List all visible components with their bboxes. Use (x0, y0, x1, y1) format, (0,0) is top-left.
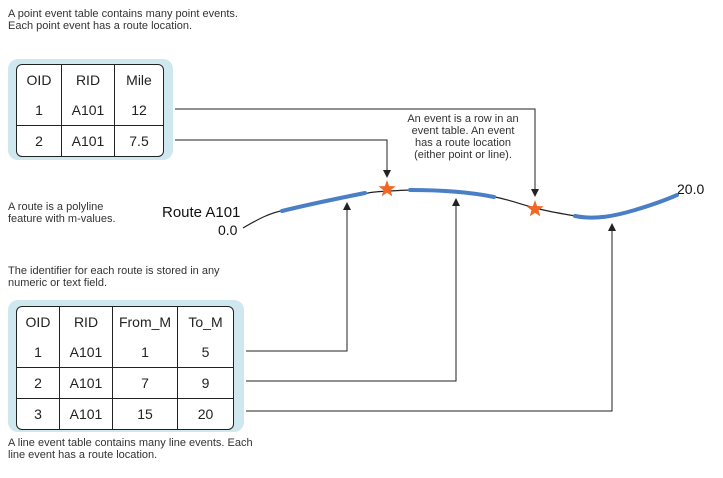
connector-point-row-2 (175, 139, 391, 178)
cell-to-m: 9 (178, 368, 233, 399)
table-header-row: OID RID From_M To_M (17, 307, 233, 337)
line-table-note: A line event table contains many line ev… (8, 437, 253, 461)
line-event-table: OID RID From_M To_M 1 A101 1 5 2 A101 7 … (16, 306, 234, 430)
table-row: 3 A101 15 20 (17, 399, 233, 429)
cell-oid: 2 (17, 368, 60, 399)
route-label: Route A101 (162, 204, 241, 221)
point-event-star-2 (526, 200, 544, 217)
cell-oid: 1 (17, 337, 60, 368)
point-event-star-1 (378, 180, 396, 197)
connector-line-row-3 (246, 223, 616, 412)
header-mile: Mile (126, 72, 152, 88)
cell-mile: 12 (115, 95, 163, 126)
header-oid: OID (17, 307, 60, 337)
cell-rid: A101 (60, 399, 113, 429)
table-row: 2 A101 7 9 (17, 368, 233, 399)
route-end-m-label: 20.0 (677, 181, 705, 197)
cell-oid: 3 (17, 399, 60, 429)
table-row: 2 A101 7.5 (17, 126, 163, 156)
identifier-note: The identifier for each route is stored … (8, 265, 220, 289)
cell-oid: 2 (17, 126, 62, 156)
table-row: 1 A101 12 (17, 95, 163, 126)
cell-from-m: 1 (113, 337, 178, 368)
cell-rid: A101 (62, 126, 115, 156)
header-to-m: To_M (188, 314, 223, 330)
cell-rid: A101 (60, 337, 113, 368)
table-row: 1 A101 1 5 (17, 337, 233, 368)
cell-from-m: 7 (113, 368, 178, 399)
line-event-segment-3 (573, 193, 679, 220)
cell-mile: 7.5 (129, 133, 149, 149)
route-note: A route is a polyline feature with m-val… (8, 201, 116, 225)
route-start-m-label: 0.0 (218, 222, 238, 238)
event-callout: An event is a row in an event table. An … (407, 113, 519, 161)
table-header-row: OID RID Mile (17, 65, 163, 95)
line-event-segment-1 (280, 191, 367, 213)
connector-line-row-2 (246, 198, 460, 382)
cell-oid: 1 (17, 95, 62, 126)
header-oid: OID (17, 65, 62, 95)
cell-to-m: 5 (178, 337, 233, 368)
cell-rid: A101 (62, 95, 115, 126)
connector-point-row-1 (175, 108, 539, 197)
line-event-segment-2 (408, 188, 496, 199)
point-table-note: A point event table contains many point … (8, 8, 238, 32)
route-polyline (242, 189, 678, 229)
cell-to-m: 20 (197, 406, 214, 422)
connector-line-row-1 (246, 202, 351, 352)
cell-rid: A101 (60, 368, 113, 399)
point-event-table: OID RID Mile 1 A101 12 2 A101 7.5 (16, 64, 164, 157)
header-from-m: From_M (113, 307, 178, 337)
cell-from-m: 15 (113, 399, 178, 429)
header-rid: RID (62, 65, 115, 95)
header-rid: RID (60, 307, 113, 337)
